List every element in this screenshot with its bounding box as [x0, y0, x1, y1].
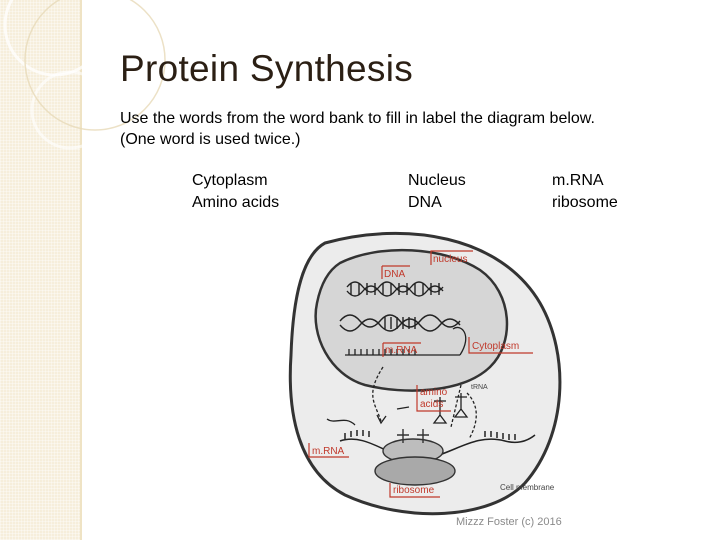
- word-bank-column-2: Nucleus DNA: [408, 170, 466, 214]
- word-bank-item: DNA: [408, 194, 442, 211]
- dna-unzipped: [339, 314, 461, 332]
- label-dna: DNA: [381, 265, 410, 280]
- decorative-side-band: [0, 0, 80, 540]
- ribosome: [374, 429, 456, 486]
- instructions: Use the words from the word bank to fill…: [120, 108, 700, 150]
- instruction-line: (One word is used twice.): [120, 131, 301, 148]
- decorative-rings: [3, 0, 166, 150]
- instruction-line: Use the words from the word bank to fill…: [120, 110, 595, 127]
- label-cytoplasm: Cytoplasm: [468, 337, 533, 354]
- word-bank-item: Nucleus: [408, 172, 466, 189]
- mrna-exit-path: [372, 366, 384, 422]
- word-bank-column-3: m.RNA ribosome: [552, 170, 618, 214]
- dna-helix: [346, 281, 444, 297]
- side-band-edge: [80, 0, 82, 540]
- label-ribosome: ribosome: [389, 483, 440, 498]
- svg-text:nucleus: nucleus: [433, 254, 467, 265]
- svg-text:ribosome: ribosome: [393, 485, 435, 496]
- amino-acid-chain: [326, 418, 356, 426]
- svg-text:Cytoplasm: Cytoplasm: [472, 341, 519, 352]
- word-bank-item: Amino acids: [192, 194, 280, 211]
- label-trna: tRNA: [471, 384, 488, 391]
- mrna-exit-arrowhead: [376, 414, 387, 425]
- label-mrna-cytoplasm: m.RNA: [308, 443, 349, 458]
- mrna-strand-cytoplasm: [339, 430, 536, 461]
- svg-text:acids: acids: [420, 399, 443, 410]
- word-bank-item: m.RNA: [552, 172, 604, 189]
- nucleus: [314, 248, 509, 392]
- svg-text:DNA: DNA: [384, 269, 405, 280]
- label-mrna-nucleus: m.RNA: [382, 342, 421, 357]
- trna-molecules: [396, 384, 477, 440]
- svg-text:m.RNA: m.RNA: [312, 446, 345, 457]
- word-bank-item: ribosome: [552, 194, 618, 211]
- label-amino-acids: amino acids: [416, 385, 451, 412]
- word-bank-item: Cytoplasm: [192, 172, 268, 189]
- svg-text:amino: amino: [420, 387, 448, 398]
- credit-footer: Mizzz Foster (c) 2016: [456, 516, 562, 528]
- slide-title: Protein Synthesis: [120, 48, 414, 89]
- word-bank-column-1: Cytoplasm Amino acids: [192, 170, 279, 214]
- label-nucleus: nucleus: [430, 250, 473, 265]
- protein-synthesis-diagram: nucleus DNA m.RNA Cytoplasm amino acids …: [288, 231, 562, 516]
- svg-text:m.RNA: m.RNA: [385, 345, 418, 356]
- label-cell-membrane: Cell membrane: [500, 483, 555, 492]
- mrna-strand-nucleus: [345, 326, 467, 356]
